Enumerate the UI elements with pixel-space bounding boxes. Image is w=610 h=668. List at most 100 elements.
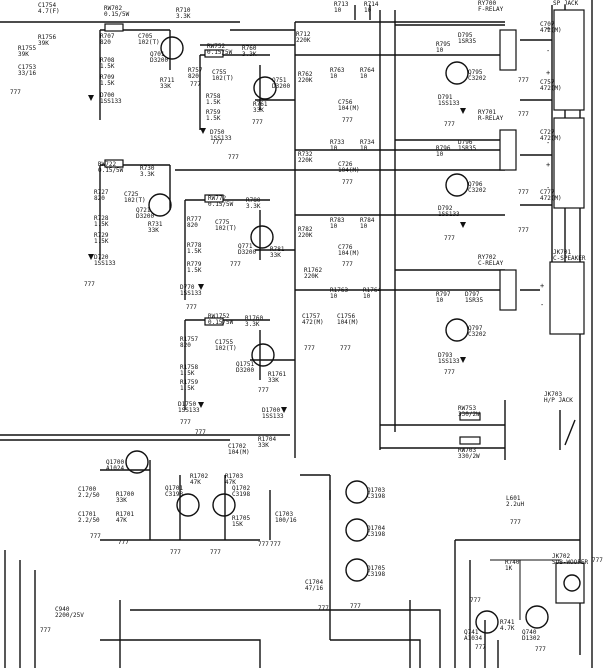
component-value: 1SS133 [438, 211, 460, 218]
ref-designator: C1704 [305, 579, 324, 586]
ref-designator: D720 [94, 254, 109, 261]
ref-designator: R762 [298, 71, 313, 78]
component-value: 1SS133 [100, 98, 122, 105]
ref-designator: R763 [330, 67, 345, 74]
component-value: 1SR35 [458, 38, 477, 45]
ref-designator: C705 [138, 33, 153, 40]
ref-designator: R759 [206, 109, 221, 116]
component-value: 39K [18, 51, 29, 58]
sp-jack-terminal-mark: - [546, 184, 551, 192]
resistor-rw753 [459, 412, 481, 421]
component-value: 472(M) [302, 319, 324, 326]
component-value: 1.5K [206, 99, 221, 106]
component-value: 2.2/50 [78, 517, 100, 524]
ref-designator: Q721 [136, 207, 151, 214]
ref-designator: Q1701 [165, 485, 184, 492]
ref-designator: R1701 [116, 511, 135, 518]
component-value: 820 [180, 342, 191, 349]
ref-designator: C757 [540, 79, 555, 86]
ref-designator: R783 [330, 217, 345, 224]
component-value: 220K [296, 37, 311, 44]
ref-designator: Q796 [468, 181, 483, 188]
ref-designator: Q1702 [232, 485, 251, 492]
transistor-q751-symbol [253, 76, 277, 100]
ref-designator: R732 [298, 151, 313, 158]
ref-designator: C755 [212, 69, 227, 76]
ref-designator: R711 [160, 77, 175, 84]
headphone-jack-contact [564, 419, 576, 446]
component-value: 10 [364, 7, 372, 14]
ground-symbol: 777 [340, 345, 351, 352]
ground-symbol: 777 [180, 419, 191, 426]
ref-designator: C1702 [228, 443, 247, 450]
ref-designator: RW702 [104, 5, 123, 12]
ref-designator: D796 [458, 139, 473, 146]
component-value: 3.3K [140, 171, 155, 178]
component-value: 102(T) [215, 345, 237, 352]
resistor-rw752 [204, 49, 224, 58]
transistor-q771-symbol [250, 225, 274, 249]
resistor-rw772 [204, 194, 224, 203]
ref-designator: C756 [338, 99, 353, 106]
sp-jack-rear-body [553, 117, 585, 209]
ref-designator: D750 [210, 129, 225, 136]
ref-designator: RW703 [458, 447, 477, 454]
component-value: 10 [360, 223, 368, 230]
ground-symbol: 777 [190, 81, 201, 88]
ref-designator: D770 [180, 284, 195, 291]
component-value: D3200 [150, 57, 169, 64]
ground-symbol: 777 [350, 603, 361, 610]
ref-designator: R758 [206, 93, 221, 100]
ref-designator: D797 [465, 291, 480, 298]
relay-ry702-body [499, 269, 517, 311]
component-value: 10 [330, 293, 338, 300]
sp-jack-terminal-mark: - [546, 139, 551, 147]
ground-symbol: 777 [195, 429, 206, 436]
ground-symbol: 777 [90, 533, 101, 540]
component-value: 104(M) [338, 167, 360, 174]
component-value: C-RELAY [478, 260, 504, 267]
component-value: 1.5K [94, 221, 109, 228]
component-value: 10 [334, 7, 342, 14]
component-value: 10 [330, 73, 338, 80]
ref-designator: R1761 [268, 371, 287, 378]
transistor-q1751-symbol [251, 343, 275, 367]
ref-designator: Q1751 [236, 361, 255, 368]
component-value: 1SR35 [458, 145, 477, 152]
component-value: 3.3K [246, 203, 261, 210]
component-value: 2200/25V [55, 612, 84, 619]
ground-symbol: 777 [342, 261, 353, 268]
component-value: 820 [100, 39, 111, 46]
c-speaker-jack-body [549, 261, 585, 335]
ref-designator: C940 [55, 606, 70, 613]
ref-designator: D791 [438, 94, 453, 101]
ref-designator: R712 [296, 31, 311, 38]
ref-designator: C775 [215, 219, 230, 226]
resistor-rw722 [104, 159, 124, 168]
